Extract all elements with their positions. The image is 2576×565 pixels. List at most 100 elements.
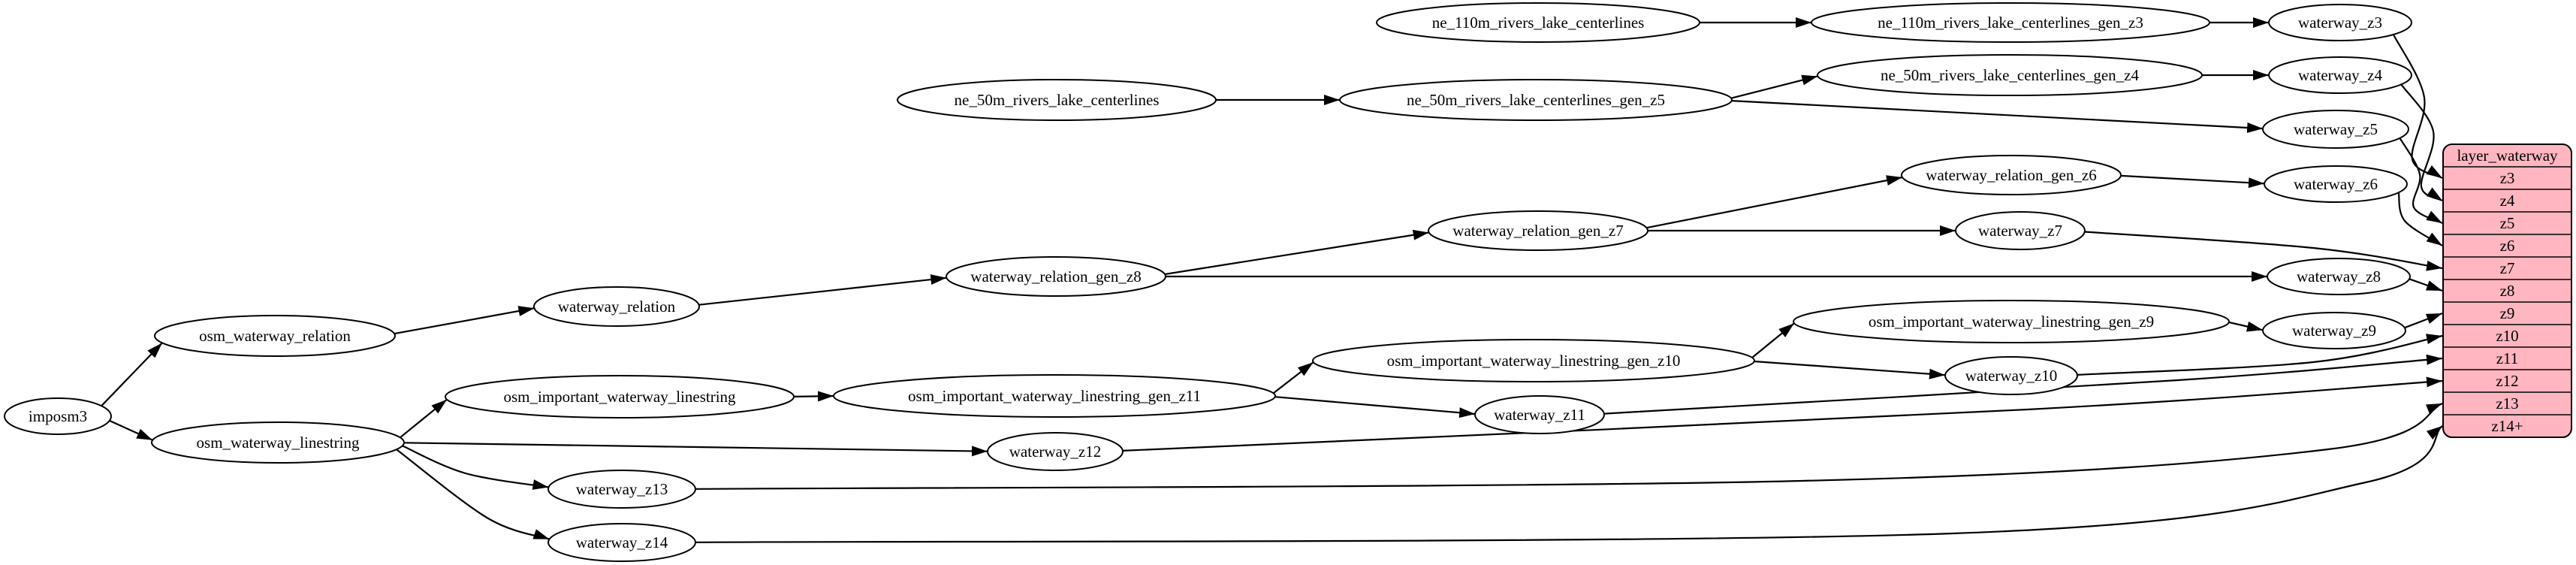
edge-waterway_z14--row-z14+ xyxy=(695,425,2443,543)
node-ellipse xyxy=(1376,2,1700,43)
table-layer: layer_waterwayz3z4z5z6z7z8z9z10z11z12z13… xyxy=(2442,144,2572,438)
node-ne_110m_rivers_lake_centerlines_gen_z3: ne_110m_rivers_lake_centerlines_gen_z3 xyxy=(1811,2,2210,43)
node-ellipse xyxy=(2264,165,2408,203)
node-waterway_relation: waterway_relation xyxy=(533,286,700,327)
table-title: layer_waterway xyxy=(2457,147,2558,165)
table-layer-waterway: layer_waterwayz3z4z5z6z7z8z9z10z11z12z13… xyxy=(2442,144,2572,438)
table-row-z13: z13 xyxy=(2496,394,2518,412)
node-ellipse xyxy=(154,315,396,357)
node-ellipse xyxy=(547,470,696,509)
node-ellipse xyxy=(4,397,112,435)
node-osm_waterway_linestring: osm_waterway_linestring xyxy=(151,421,405,464)
node-waterway_z4: waterway_z4 xyxy=(2268,56,2412,94)
edge-osm_important_waterway_linestring_gen_z10--waterway_z10 xyxy=(1754,360,1946,379)
edge-waterway_z9--row-z9 xyxy=(2404,312,2443,329)
edge-waterway_z10--row-z10 xyxy=(2077,334,2443,376)
node-label: waterway_z6 xyxy=(2294,175,2378,193)
table-row-z5: z5 xyxy=(2500,214,2515,232)
nodes-layer: imposm3 osm_waterway_relation osm_waterway… xyxy=(4,2,2412,562)
table-row-z7: z7 xyxy=(2500,259,2515,277)
node-ellipse xyxy=(897,79,1217,121)
node-ellipse xyxy=(2262,312,2406,349)
node-osm_important_waterway_linestring_gen_z9: osm_important_waterway_linestring_gen_z9 xyxy=(1793,300,2230,343)
node-waterway_z11: waterway_z11 xyxy=(1474,395,1605,434)
node-label: ne_50m_rivers_lake_centerlines_gen_z5 xyxy=(1407,91,1665,109)
edge-waterway_z11--row-z11 xyxy=(1603,354,2443,415)
edge-osm_waterway_linestring--waterway_z12 xyxy=(403,442,988,457)
edge-osm_important_waterway_linestring_gen_z10--osm_important_waterway_linestring_gen_z9 xyxy=(1751,322,1795,358)
edge-osm_important_waterway_linestring_gen_z11--osm_important_waterway_linestring_gen_z10 xyxy=(1272,361,1314,394)
node-label: osm_important_waterway_linestring_gen_z1… xyxy=(1387,352,1681,370)
node-waterway_relation_gen_z6: waterway_relation_gen_z6 xyxy=(1901,155,2122,195)
node-osm_important_waterway_linestring_gen_z11: osm_important_waterway_linestring_gen_z1… xyxy=(833,374,1276,418)
edge-waterway_relation_gen_z7--waterway_relation_gen_z6 xyxy=(1646,175,1903,229)
table-row-z14+: z14+ xyxy=(2491,417,2523,435)
edge-osm_waterway_linestring--osm_important_waterway_linestring xyxy=(400,398,448,439)
node-ellipse xyxy=(1811,2,2210,43)
node-label: waterway_relation_gen_z7 xyxy=(1452,222,1623,240)
table-row-z12: z12 xyxy=(2496,372,2518,390)
node-label: waterway_z3 xyxy=(2298,14,2382,32)
node-label: waterway_relation_gen_z8 xyxy=(970,267,1141,286)
node-ne_50m_rivers_lake_centerlines_gen_z4: ne_50m_rivers_lake_centerlines_gen_z4 xyxy=(1817,54,2203,96)
edge-osm_important_waterway_linestring_gen_z11--waterway_z11 xyxy=(1274,396,1476,418)
node-ellipse xyxy=(1793,300,2230,343)
node-ellipse xyxy=(2268,4,2412,41)
edge-waterway_z5--row-z5 xyxy=(2399,137,2443,224)
node-ellipse xyxy=(533,286,700,327)
edge-waterway_relation_gen_z6--waterway_z6 xyxy=(2120,174,2265,189)
node-ellipse xyxy=(151,421,405,464)
node-ellipse xyxy=(987,432,1124,471)
node-label: ne_110m_rivers_lake_centerlines_gen_z3 xyxy=(1878,14,2143,32)
node-osm_important_waterway_linestring: osm_important_waterway_linestring xyxy=(445,375,795,418)
node-waterway_z5: waterway_z5 xyxy=(2262,110,2409,149)
edge-waterway_relation_gen_z8--waterway_relation_gen_z7 xyxy=(1164,229,1429,276)
edge-waterway_z3--row-z3 xyxy=(2392,34,2443,179)
node-ellipse xyxy=(2267,258,2411,295)
node-ellipse xyxy=(1944,356,2078,395)
node-waterway_z10: waterway_z10 xyxy=(1944,356,2078,395)
node-label: imposm3 xyxy=(29,407,87,425)
node-label: waterway_z7 xyxy=(1978,222,2062,240)
node-imposm3: imposm3 xyxy=(4,397,112,435)
edge-osm_important_waterway_linestring--osm_important_waterway_linestring_gen_z11 xyxy=(793,391,834,402)
table-row-z11: z11 xyxy=(2496,349,2519,367)
node-label: osm_important_waterway_linestring_gen_z9 xyxy=(1869,313,2154,331)
node-ne_50m_rivers_lake_centerlines_gen_z5: ne_50m_rivers_lake_centerlines_gen_z5 xyxy=(1339,79,1733,121)
node-label: waterway_z4 xyxy=(2298,66,2382,84)
table-row-z3: z3 xyxy=(2500,169,2515,187)
node-waterway_z9: waterway_z9 xyxy=(2262,312,2406,349)
edge-osm_waterway_linestring--waterway_z14 xyxy=(396,449,550,540)
table-body xyxy=(2442,144,2572,438)
node-label: ne_110m_rivers_lake_centerlines xyxy=(1432,14,1645,32)
table-row-z9: z9 xyxy=(2500,304,2515,322)
node-label: osm_important_waterway_linestring_gen_z1… xyxy=(908,387,1201,405)
node-waterway_z7: waterway_z7 xyxy=(1955,211,2086,250)
edge-osm_waterway_linestring--waterway_z13 xyxy=(402,445,549,490)
edge-osm_important_waterway_linestring_gen_z9--waterway_z9 xyxy=(2228,321,2264,332)
edge-waterway_z8--row-z8 xyxy=(2409,278,2443,292)
node-ellipse xyxy=(946,256,1166,297)
node-waterway_relation_gen_z7: waterway_relation_gen_z7 xyxy=(1428,210,1648,251)
node-osm_waterway_relation: osm_waterway_relation xyxy=(154,315,396,357)
node-label: waterway_z8 xyxy=(2297,267,2381,286)
node-ellipse xyxy=(547,523,696,562)
edge-waterway_z13--row-z13 xyxy=(695,402,2443,490)
node-label: waterway_z10 xyxy=(1965,367,2057,385)
edge-osm_waterway_relation--waterway_relation xyxy=(394,306,535,335)
edge-ne_50m_rivers_lake_centerlines_gen_z5--ne_50m_rivers_lake_centerlines_gen_z4 xyxy=(1730,74,1818,99)
table-row-z10: z10 xyxy=(2496,327,2518,345)
node-label: waterway_relation xyxy=(558,298,676,316)
node-ellipse xyxy=(1428,210,1648,251)
node-label: osm_important_waterway_linestring xyxy=(503,388,736,406)
table-row-z8: z8 xyxy=(2500,282,2515,300)
node-label: ne_50m_rivers_lake_centerlines xyxy=(955,91,1160,109)
edge-waterway_relation--waterway_relation_gen_z8 xyxy=(698,274,947,306)
node-ellipse xyxy=(2268,56,2412,94)
node-ellipse xyxy=(833,374,1276,418)
edge-ne_50m_rivers_lake_centerlines_gen_z5--waterway_z5 xyxy=(1731,100,2264,133)
node-label: waterway_z11 xyxy=(1494,406,1585,424)
edge-waterway_z12--row-z12 xyxy=(1122,376,2443,452)
